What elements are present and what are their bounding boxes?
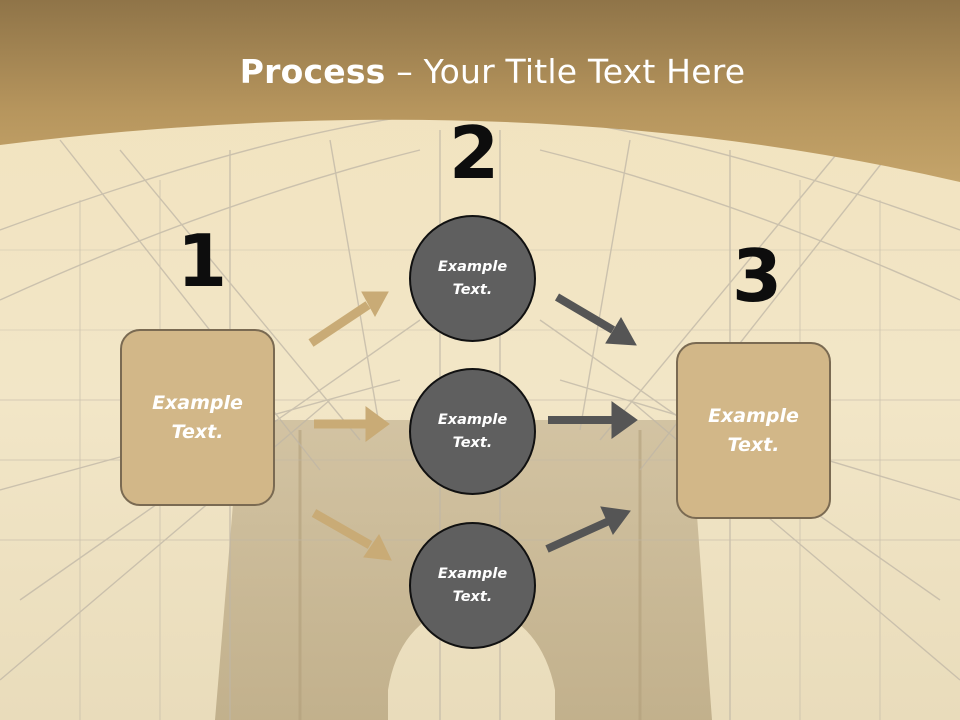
- step-number-1: 1: [177, 219, 228, 303]
- circle-bottom-text: Example Text.: [437, 565, 508, 605]
- circle-middle-text: Example Text.: [437, 411, 508, 451]
- left-step-box[interactable]: Example Text.: [120, 329, 275, 506]
- right-step-text: Example Text.: [708, 404, 799, 456]
- circle-step-middle[interactable]: Example Text.: [409, 368, 536, 495]
- step-number-2: 2: [449, 111, 500, 195]
- circle-step-bottom[interactable]: Example Text.: [409, 522, 536, 649]
- slide-title: Process – Your Title Text Here: [0, 52, 960, 91]
- right-step-box[interactable]: Example Text.: [676, 342, 831, 519]
- title-bold: Process: [239, 52, 386, 91]
- circle-step-top[interactable]: Example Text.: [409, 215, 536, 342]
- circle-top-text: Example Text.: [437, 258, 508, 298]
- title-banner: [0, 0, 960, 182]
- left-step-text: Example Text.: [152, 391, 243, 443]
- title-subtitle: – Your Title Text Here: [385, 52, 746, 91]
- step-number-3: 3: [732, 234, 783, 318]
